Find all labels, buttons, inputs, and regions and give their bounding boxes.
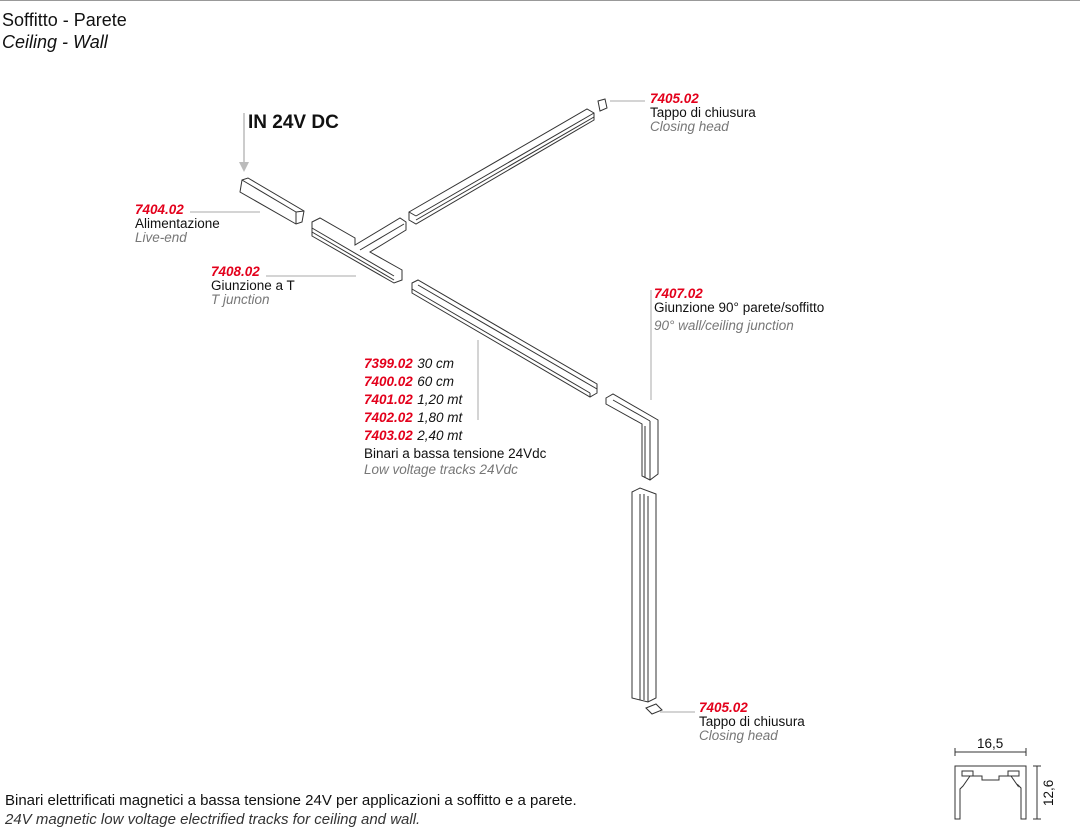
upper-track-part: [408, 98, 608, 225]
part-name-it: Giunzione 90° parete/soffitto: [654, 300, 825, 315]
track-size: 1,80 mt: [417, 410, 463, 425]
callout-t-junction: 7408.02 Giunzione a T T junction: [211, 265, 295, 307]
part-name-en: Closing head: [699, 728, 778, 743]
part-code: 7404.02: [135, 202, 184, 217]
profile-width-dimension: 16,5: [977, 736, 1004, 751]
part-name-it: Giunzione a T: [211, 278, 295, 293]
vertical-track-part: [631, 487, 663, 715]
track-size: 2,40 mt: [417, 428, 463, 443]
track-variant: 7401.02 1,20 mt: [364, 391, 546, 409]
part-name-it: Alimentazione: [135, 216, 220, 231]
part-name-en: 90° wall/ceiling junction: [654, 318, 794, 333]
part-name-en: T junction: [211, 292, 270, 307]
lower-track-part: [411, 279, 598, 398]
part-name-en: Low voltage tracks 24Vdc: [364, 462, 518, 477]
title-italian: Soffitto - Parete: [2, 10, 127, 30]
callout-corner-junction: 7407.02 Giunzione 90° parete/soffitto 90…: [654, 287, 824, 333]
live-end-part: [239, 177, 305, 225]
t-junction-part: [311, 217, 407, 284]
part-code: 7405.02: [650, 91, 699, 106]
footer-description-en: 24V magnetic low voltage electrified tra…: [5, 811, 421, 828]
part-name-en: Closing head: [650, 119, 729, 134]
callout-closing-head-top: 7405.02 Tappo di chiusura Closing head: [650, 92, 756, 134]
callout-closing-head-bottom: 7405.02 Tappo di chiusura Closing head: [699, 701, 805, 743]
part-name-en: Live-end: [135, 230, 187, 245]
track-code: 7403.02: [364, 428, 413, 443]
top-rule: [0, 0, 1080, 1]
track-variant: 7402.02 1,80 mt: [364, 409, 546, 427]
title-english: Ceiling - Wall: [2, 32, 108, 52]
profile-height-dimension: 12,6: [1041, 779, 1056, 806]
callout-live-end: 7404.02 Alimentazione Live-end: [135, 203, 220, 245]
profile-section-drawing: [954, 748, 1041, 820]
track-size: 30 cm: [417, 356, 455, 371]
input-arrow-icon: [239, 113, 249, 172]
track-variant: 7399.02 30 cm: [364, 355, 546, 373]
leader-lines: [190, 100, 695, 713]
track-code: 7400.02: [364, 374, 413, 389]
track-variant: 7400.02 60 cm: [364, 373, 546, 391]
track-size: 60 cm: [417, 374, 455, 389]
track-size: 1,20 mt: [417, 392, 463, 407]
footer-description-it: Binari elettrificati magnetici a bassa t…: [5, 792, 577, 809]
part-code: 7405.02: [699, 700, 748, 715]
input-voltage-label: IN 24V DC: [248, 112, 339, 133]
part-name-it: Binari a bassa tensione 24Vdc: [364, 446, 547, 461]
track-code: 7402.02: [364, 410, 413, 425]
track-code: 7399.02: [364, 356, 413, 371]
track-code: 7401.02: [364, 392, 413, 407]
part-name-it: Tappo di chiusura: [699, 714, 805, 729]
part-code: 7408.02: [211, 264, 260, 279]
corner-junction-part: [605, 393, 659, 481]
track-variant: 7403.02 2,40 mt: [364, 427, 546, 445]
part-code: 7407.02: [654, 286, 703, 301]
part-name-it: Tappo di chiusura: [650, 105, 756, 120]
callout-tracks: 7399.02 30 cm 7400.02 60 cm 7401.02 1,20…: [364, 355, 546, 477]
